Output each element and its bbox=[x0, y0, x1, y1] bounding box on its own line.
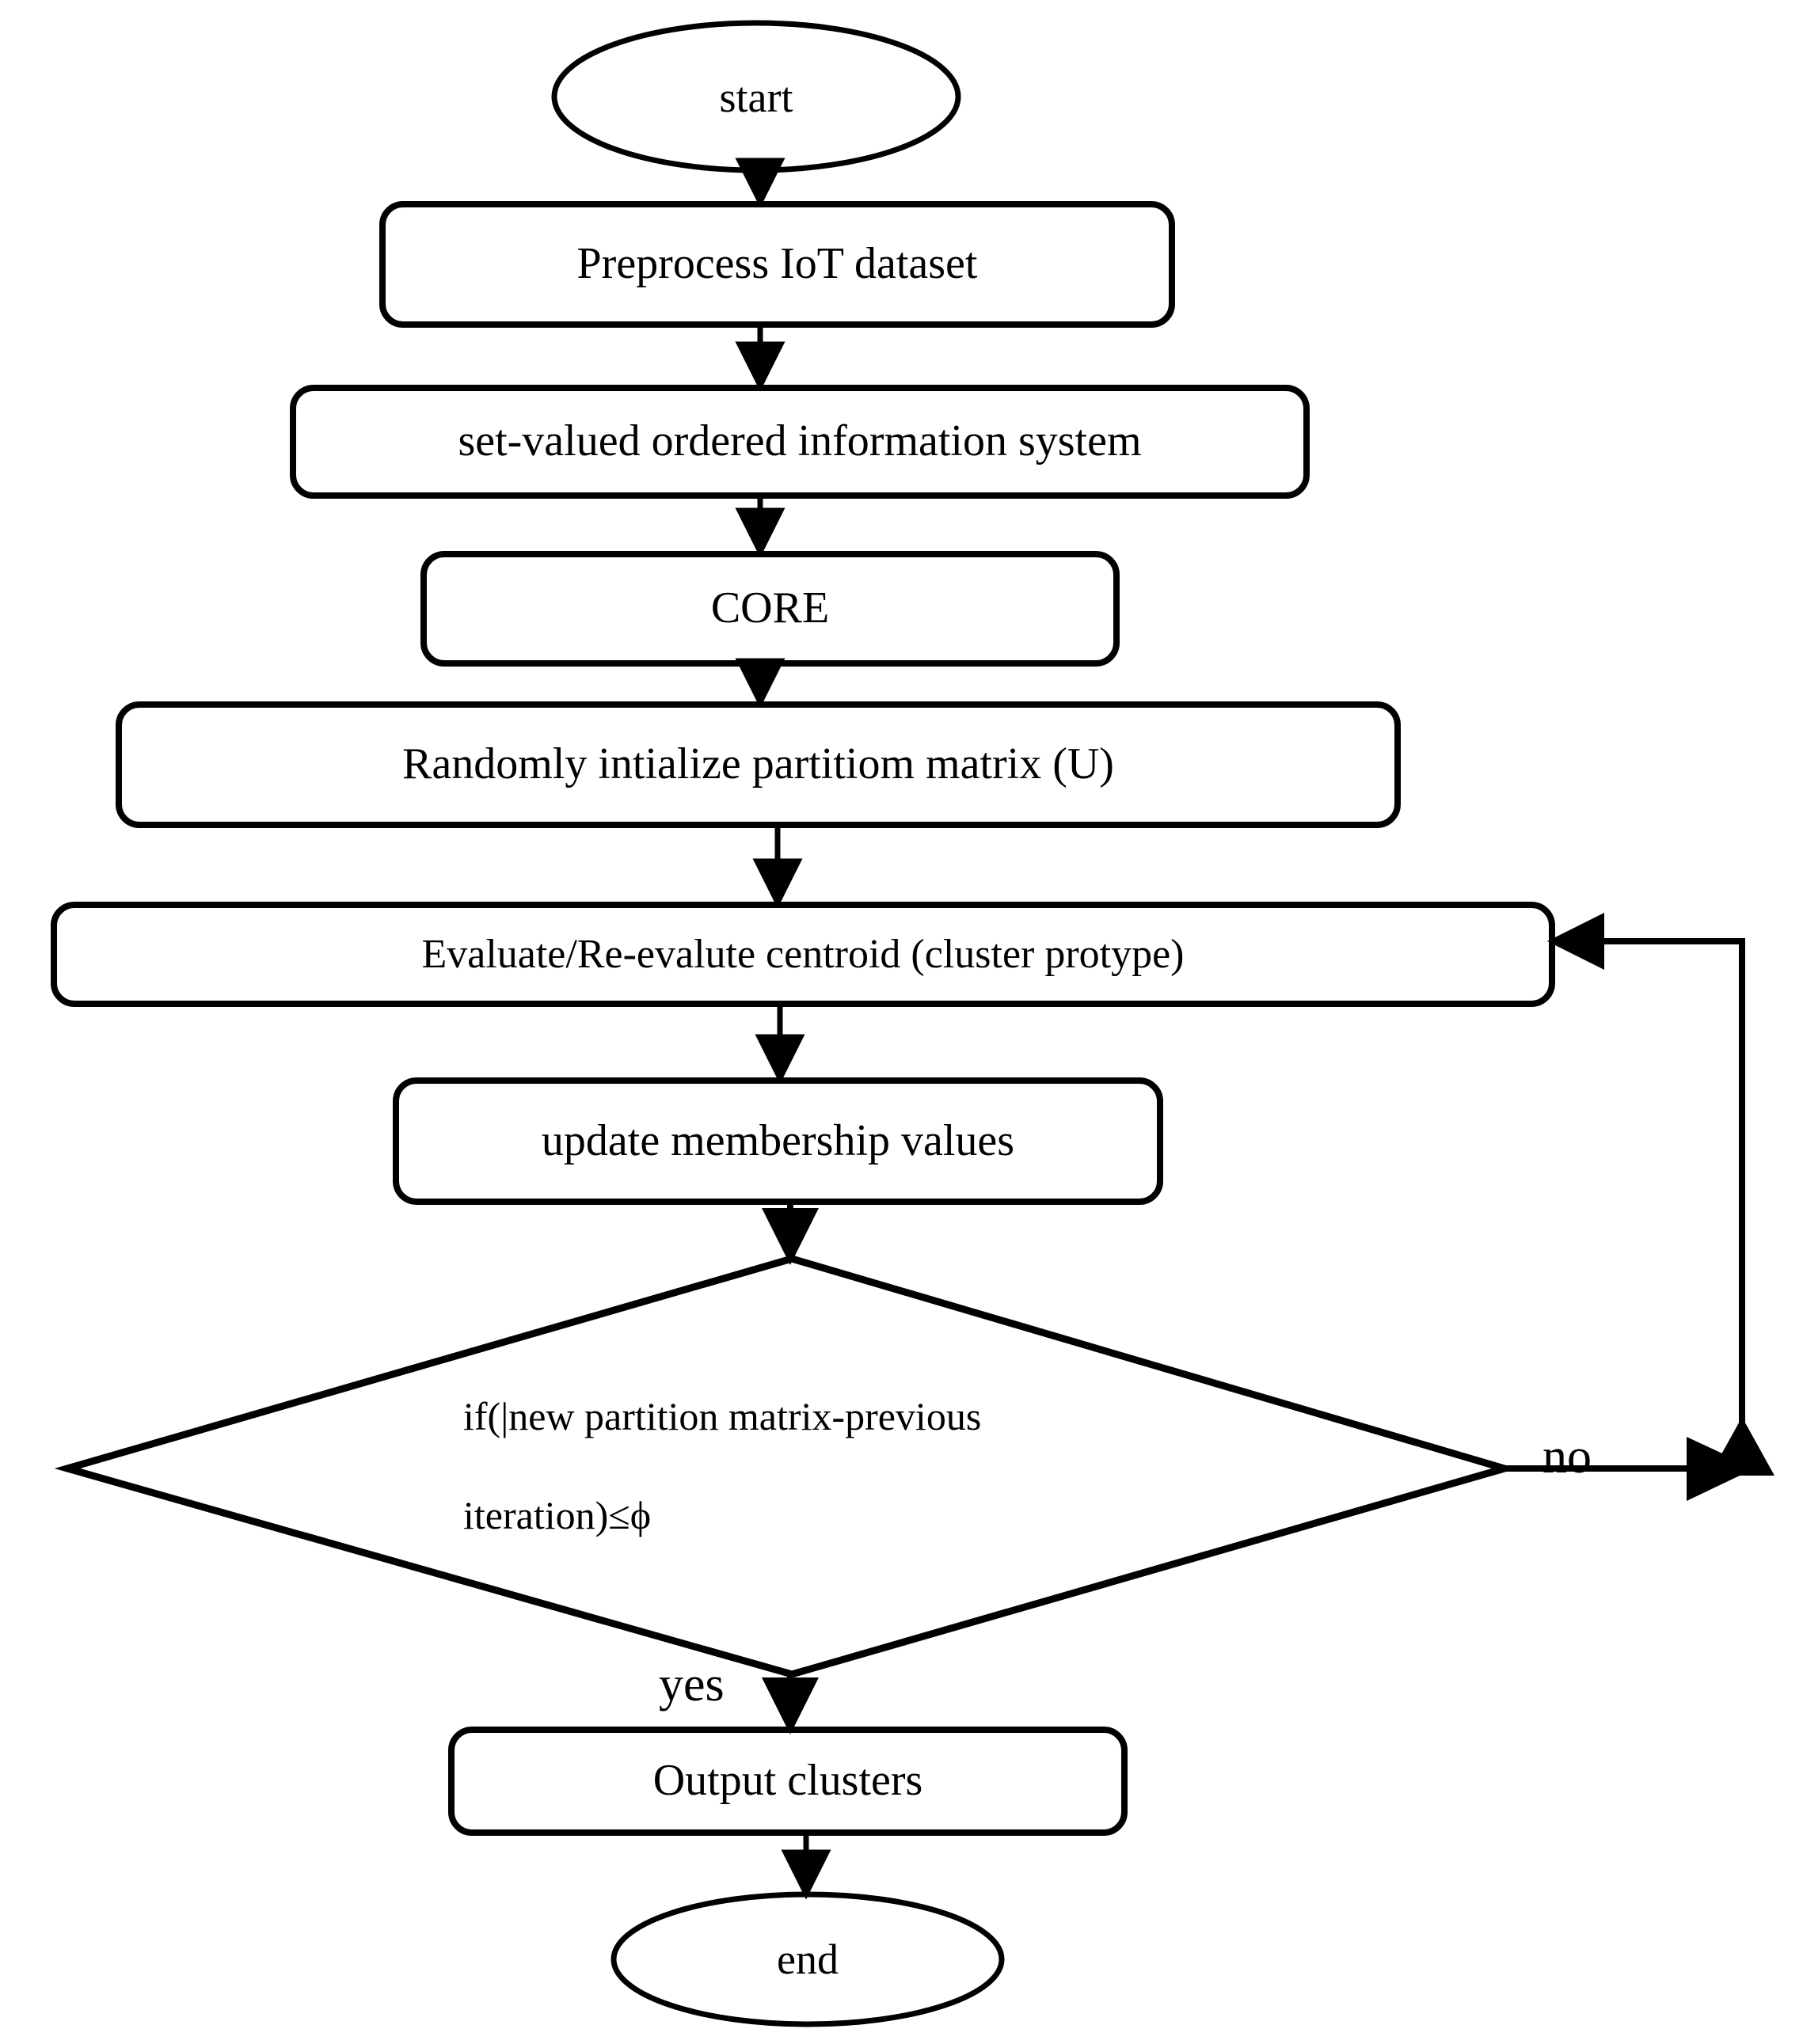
node-core-shape bbox=[420, 551, 1120, 667]
node-end-shape bbox=[611, 1891, 1005, 2027]
node-condition-shape bbox=[54, 1255, 1518, 1678]
node-condition-label-line1: if(|new partition matrix-previous bbox=[463, 1394, 982, 1438]
edge-label-no: no bbox=[1542, 1430, 1592, 1484]
node-condition-label-line2: iteration)≤ϕ bbox=[463, 1493, 652, 1537]
edge-no-right-arrowhead bbox=[1687, 1437, 1755, 1501]
edge-condition-no-to-centroid bbox=[1504, 913, 1745, 1472]
node-start-shape bbox=[551, 20, 961, 173]
node-membership-shape bbox=[393, 1077, 1163, 1205]
node-output-shape bbox=[448, 1727, 1128, 1836]
edge-label-yes: yes bbox=[659, 1658, 725, 1712]
node-init-u-shape bbox=[116, 701, 1401, 828]
node-centroid-shape bbox=[51, 902, 1555, 1007]
node-svois-shape bbox=[290, 385, 1310, 499]
node-preprocess-shape bbox=[379, 201, 1175, 328]
